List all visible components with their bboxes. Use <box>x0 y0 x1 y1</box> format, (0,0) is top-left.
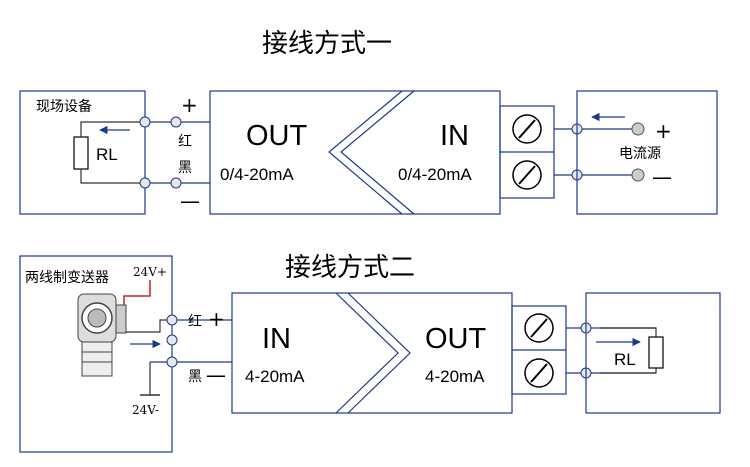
plus-sign-1: + <box>181 93 198 117</box>
field-device-label: 现场设备 <box>36 98 92 115</box>
rl-label-1: RL <box>96 145 118 164</box>
transmitter-label: 两线制变送器 <box>25 270 109 286</box>
title-wiring-1: 接线方式一 <box>262 29 392 59</box>
in-label-1: IN <box>440 120 469 152</box>
junction-dot <box>139 116 151 128</box>
rl-label-2: RL <box>614 350 636 369</box>
out-range-2: 4-20mA <box>425 367 485 386</box>
junction-dot <box>170 116 182 128</box>
current-source-box: + 电流源 — <box>576 90 718 215</box>
out-label-1: OUT <box>246 120 308 152</box>
source-terminal-icon <box>631 168 645 182</box>
v-plus-label: 24V+ <box>133 265 167 279</box>
transmitter-icon <box>77 293 127 377</box>
plus-sign-2: + <box>208 307 225 331</box>
source-minus: — <box>652 165 672 189</box>
black-label-1: 黑 <box>178 160 192 176</box>
current-source-label: 电流源 <box>619 146 661 162</box>
source-plus: + <box>655 119 672 143</box>
isolator-module-1: OUT 0/4-20mA IN 0/4-20mA <box>209 90 501 215</box>
field-device-box: 现场设备 RL <box>19 90 146 215</box>
red-label-2: 红 <box>188 314 202 330</box>
junction-dot <box>170 177 182 189</box>
black-label-2: 黑 <box>188 369 202 385</box>
resistor-rl <box>648 336 664 369</box>
junction-dot <box>166 334 178 346</box>
minus-sign-2: — <box>206 363 226 387</box>
in-range-2: 4-20mA <box>245 367 305 386</box>
terminal-block-1 <box>499 105 555 199</box>
junction-dot <box>166 356 178 368</box>
v-minus-label: 24V- <box>132 403 159 417</box>
resistor-rl <box>73 136 89 170</box>
junction-dot <box>139 177 151 189</box>
transmitter-box: 两线制变送器 24V+ 24V- <box>19 255 173 453</box>
out-range-1: 0/4-20mA <box>220 165 294 184</box>
red-label-1: 红 <box>178 134 192 150</box>
isolator-module-2: IN 4-20mA OUT 4-20mA <box>231 292 513 414</box>
in-label-2: IN <box>262 323 291 355</box>
minus-sign-1: — <box>180 189 200 213</box>
terminal-block-2 <box>511 305 567 395</box>
red-wire <box>123 280 151 306</box>
junction-dot <box>166 314 178 326</box>
title-wiring-2: 接线方式二 <box>285 253 415 283</box>
out-label-2: OUT <box>425 323 487 355</box>
load-box: RL <box>585 292 721 414</box>
source-terminal-icon <box>631 122 645 136</box>
in-range-1: 0/4-20mA <box>398 165 472 184</box>
